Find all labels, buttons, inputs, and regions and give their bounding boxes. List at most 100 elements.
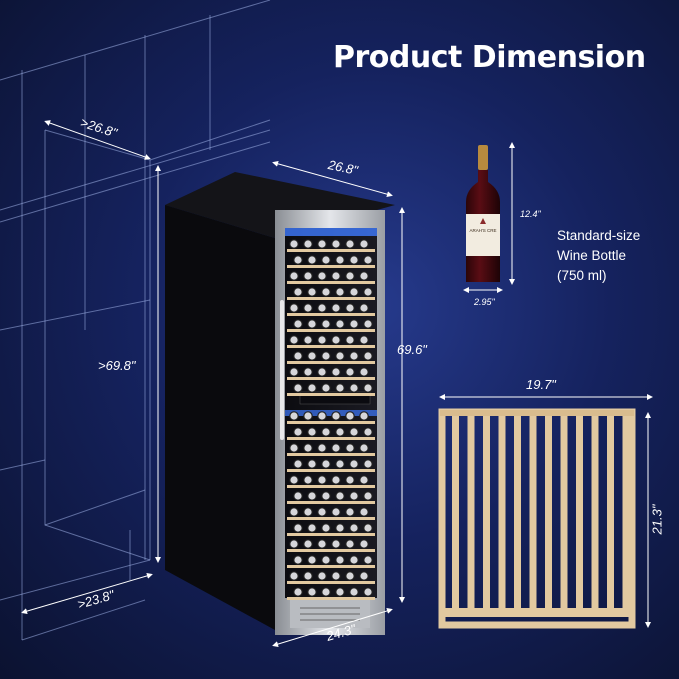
bottle-neck — [363, 587, 373, 597]
bottle-capsule — [478, 145, 488, 170]
bottle-neck — [303, 443, 313, 453]
bottle-neck — [317, 443, 327, 453]
fridge-mid-light — [285, 410, 377, 416]
shelf-slat — [560, 416, 568, 610]
shelf-slat — [498, 416, 506, 610]
wine-fridge — [165, 172, 395, 635]
bottle-neck — [363, 427, 373, 437]
bottle-neck — [335, 587, 345, 597]
bottle-neck — [331, 507, 341, 517]
bottle-neck — [293, 319, 303, 329]
bottle-neck — [307, 491, 317, 501]
bottle-neck — [303, 539, 313, 549]
bottle-neck — [289, 411, 299, 421]
rack-shelf — [287, 517, 375, 520]
bottle-neck — [321, 255, 331, 265]
bottle-neck — [335, 459, 345, 469]
bottle-neck — [349, 587, 359, 597]
rack-shelf — [287, 421, 375, 424]
bottle-neck — [345, 539, 355, 549]
bottle-neck — [317, 239, 327, 249]
page-title: Product Dimension — [333, 40, 646, 75]
shelf-slat — [452, 416, 459, 610]
bottle-neck — [289, 475, 299, 485]
bottle-neck — [331, 411, 341, 421]
bottle-neck — [349, 491, 359, 501]
bottle-neck — [317, 367, 327, 377]
bottle-neck — [349, 523, 359, 533]
bottle-neck — [335, 383, 345, 393]
bottle-neck — [331, 475, 341, 485]
bottle-neck — [359, 539, 369, 549]
bottle-neck — [289, 571, 299, 581]
bottle-neck — [317, 303, 327, 313]
bottle-label-text: ARAH'S CRE — [469, 228, 497, 233]
bottle-neck — [363, 255, 373, 265]
bottle-neck — [359, 443, 369, 453]
cabinet-depth-line — [44, 120, 151, 160]
rack-shelf — [287, 501, 375, 504]
bottle-neck — [359, 411, 369, 421]
fridge-side — [165, 205, 275, 630]
rack-shelf — [287, 469, 375, 472]
rack-shelf — [287, 249, 375, 252]
bottle-neck — [303, 303, 313, 313]
bottle-neck — [321, 427, 331, 437]
bottle-neck — [359, 475, 369, 485]
bottle-neck — [331, 239, 341, 249]
bottle-neck — [321, 523, 331, 533]
bottle-neck — [303, 335, 313, 345]
cabinet-height-label: >69.8" — [98, 358, 136, 373]
shelf-slat — [483, 416, 490, 610]
fridge-height-label: 69.6" — [397, 342, 427, 357]
bottle-desc-line1: Standard-size — [557, 228, 641, 243]
rack-shelf — [287, 581, 375, 584]
shelf-width-label: 19.7" — [526, 377, 556, 392]
shelf-slat — [607, 416, 614, 610]
fridge-width-line — [272, 608, 393, 647]
bottle-neck — [289, 303, 299, 313]
bottle-neck — [307, 319, 317, 329]
shelf-slat — [514, 416, 521, 610]
bottle-neck — [349, 459, 359, 469]
bottle-neck — [331, 367, 341, 377]
bottle-neck — [303, 507, 313, 517]
bottle-neck — [335, 523, 345, 533]
bottle-neck — [321, 587, 331, 597]
shelf-slat — [576, 416, 583, 610]
rack-shelf — [287, 281, 375, 284]
bottle-neck — [345, 271, 355, 281]
shelf-front-rail — [440, 608, 634, 617]
rack-shelf — [287, 549, 375, 552]
bottle-neck — [303, 367, 313, 377]
rack-shelf — [287, 393, 375, 396]
bottle-neck — [289, 335, 299, 345]
bottle-neck — [349, 383, 359, 393]
bottle-neck — [293, 351, 303, 361]
bottle-neck — [359, 507, 369, 517]
bottle-height-label: 12.4" — [520, 209, 541, 219]
bottle-neck — [359, 367, 369, 377]
bottle-desc-line2: Wine Bottle — [557, 248, 627, 263]
rack-shelf — [287, 597, 375, 600]
bottle-neck — [335, 555, 345, 565]
fridge-top — [165, 172, 395, 238]
bottle-neck — [293, 287, 303, 297]
shelf-back-rail — [440, 410, 634, 416]
bottle-neck — [293, 427, 303, 437]
bottle-desc-line3: (750 ml) — [557, 268, 607, 283]
bottle-neck — [345, 239, 355, 249]
shelf-slat — [545, 416, 552, 610]
bottle-neck — [345, 411, 355, 421]
bottle-neck — [331, 335, 341, 345]
shelf-slat — [591, 416, 599, 610]
bottle-neck — [307, 555, 317, 565]
bottle-neck — [317, 507, 327, 517]
bottle-neck — [359, 303, 369, 313]
bottle-neck — [349, 287, 359, 297]
bottle-neck — [293, 383, 303, 393]
bottle-neck — [363, 523, 373, 533]
bottle-neck — [303, 571, 313, 581]
rack-shelf — [287, 533, 375, 536]
bottle-description: Standard-size Wine Bottle (750 ml) — [557, 226, 677, 286]
